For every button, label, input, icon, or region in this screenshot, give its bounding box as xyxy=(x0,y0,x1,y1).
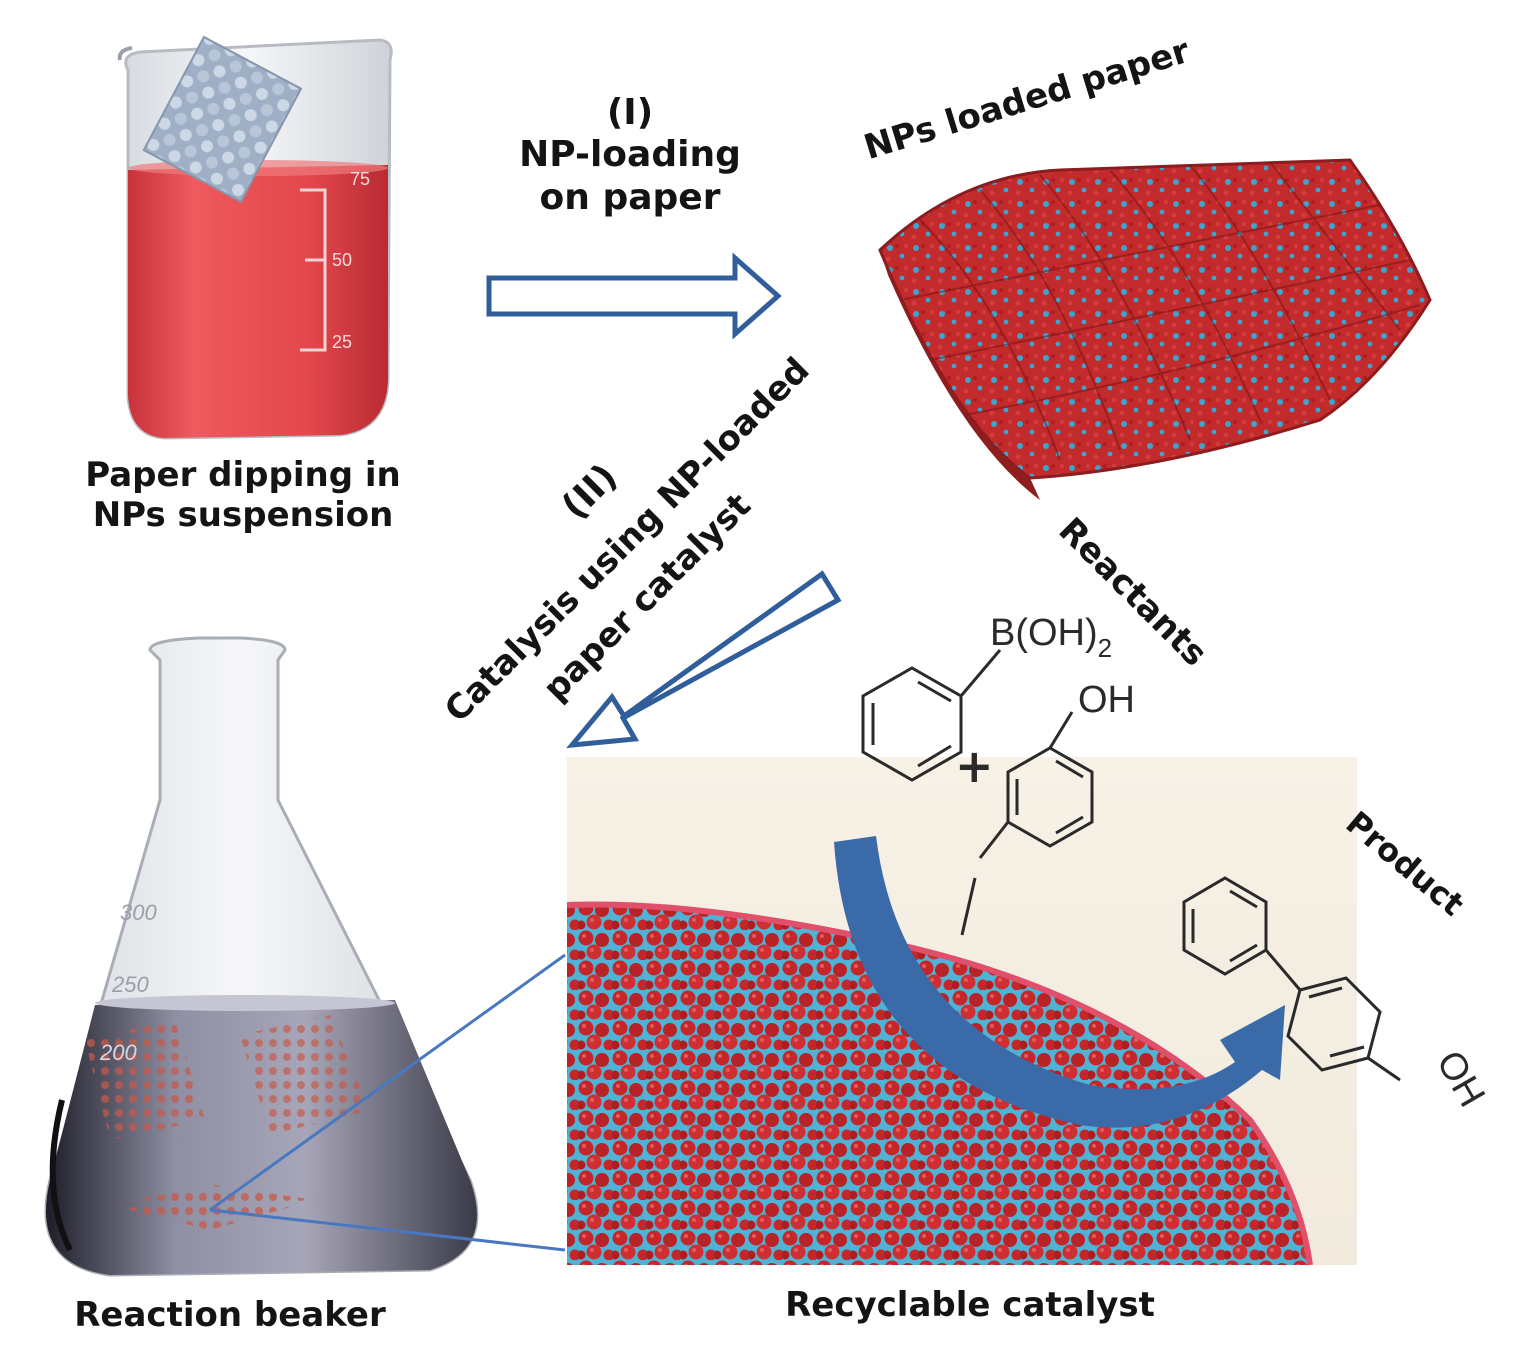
step1-text-line2: on paper xyxy=(539,176,721,218)
beaker-image xyxy=(117,35,393,440)
zoom-lines xyxy=(209,953,566,1252)
phenylboronic-acid-structure xyxy=(861,649,1002,782)
boronic-acid-label: B(OH)2 xyxy=(990,612,1112,663)
paper-dipping-line1: Paper dipping in xyxy=(85,455,401,495)
catalyst-zoom-panel xyxy=(566,757,1357,1266)
step1-number: (I) xyxy=(606,92,654,133)
beaker-mark-75: 75 xyxy=(350,169,370,189)
reaction-flask-image xyxy=(44,636,479,1277)
plus-sign: + xyxy=(955,739,994,793)
np-loaded-paper-image xyxy=(878,158,1432,500)
nps-loaded-paper-label: NPs loaded paper xyxy=(859,31,1194,168)
reaction-beaker-caption: Reaction beaker xyxy=(74,1295,386,1335)
step1-label: (I) NP-loading on paper xyxy=(500,92,760,219)
paper-dipping-caption: Paper dipping in NPs suspension xyxy=(58,455,428,535)
flask-mark-250: 250 xyxy=(111,972,149,997)
hydroxyl-label: OH xyxy=(1078,679,1135,721)
beaker-mark-50: 50 xyxy=(332,250,352,270)
step2-number: (II) xyxy=(554,456,625,527)
step2-arrow xyxy=(566,570,842,749)
product-label: Product xyxy=(1339,804,1472,924)
step2-text-line1: Catalysis using NP-loaded xyxy=(437,350,817,730)
paper-dipping-line2: NPs suspension xyxy=(92,495,394,536)
product-hydroxyl-label: OH xyxy=(1428,1044,1493,1114)
flask-mark-200: 200 xyxy=(99,1040,137,1065)
beaker-mark-25: 25 xyxy=(332,332,352,352)
recyclable-catalyst-caption: Recyclable catalyst xyxy=(785,1285,1155,1325)
product-structure xyxy=(1182,876,1401,1082)
flask-mark-300: 300 xyxy=(120,900,157,925)
iodophenol-structure xyxy=(960,711,1094,936)
curved-reaction-arrow xyxy=(834,836,1285,1128)
step1-arrow xyxy=(486,252,782,340)
step1-text-line1: NP-loading xyxy=(519,134,741,176)
